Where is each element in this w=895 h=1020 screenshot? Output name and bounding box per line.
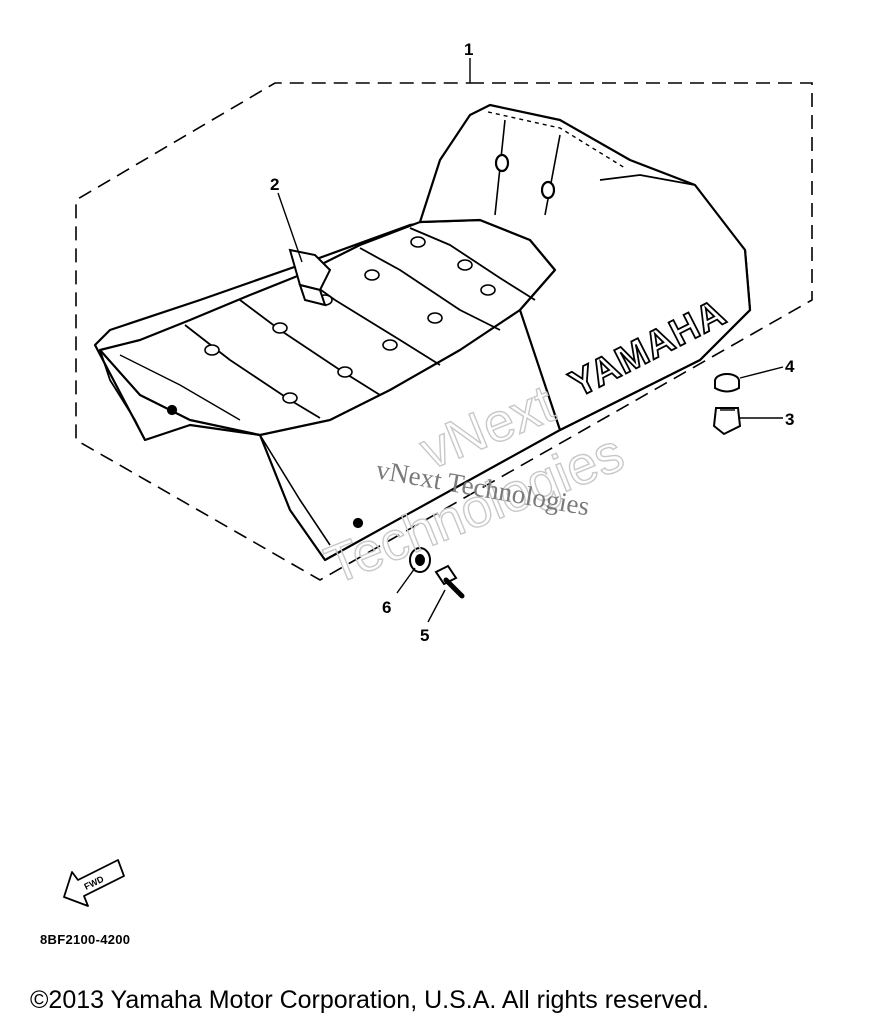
callout-2: 2 xyxy=(270,175,279,194)
part-bolt xyxy=(434,564,465,599)
callout-6: 6 xyxy=(382,598,391,617)
callout-1: 1 xyxy=(464,40,473,59)
cushion-pleat-4 xyxy=(359,247,501,331)
mount-hole-front xyxy=(166,404,178,416)
callout-3: 3 xyxy=(785,410,794,429)
seat-skirt-edge xyxy=(259,434,331,546)
part-code: 8BF2100-4200 xyxy=(40,932,131,947)
leader-4 xyxy=(739,366,784,379)
seat-nose-edge xyxy=(119,354,241,421)
seat-assembly xyxy=(93,103,752,562)
leader-5 xyxy=(427,589,446,623)
seat-rear-hump xyxy=(418,103,752,432)
assembly-boundary xyxy=(75,82,813,581)
leader-6 xyxy=(396,567,416,594)
cushion-pleat-5 xyxy=(409,227,536,301)
seat-strap xyxy=(288,248,332,307)
leader-lines xyxy=(277,58,784,623)
seat-nose xyxy=(99,349,146,441)
hump-pleat-2 xyxy=(544,134,561,216)
mount-hole-side xyxy=(352,517,364,529)
callout-4: 4 xyxy=(785,357,795,376)
hump-button-1 xyxy=(494,153,510,173)
part-collar xyxy=(714,373,740,393)
cushion-pleat-2 xyxy=(239,299,381,396)
leader-2 xyxy=(277,192,303,263)
part-nut xyxy=(712,407,742,436)
callout-5: 5 xyxy=(420,626,429,645)
cushion-pleat-1 xyxy=(184,324,321,419)
copyright-notice: ©2013 Yamaha Motor Corporation, U.S.A. A… xyxy=(30,986,709,1014)
hump-seam xyxy=(487,111,626,169)
part-grommet xyxy=(409,547,431,573)
hump-button-2 xyxy=(540,180,556,200)
hump-crease xyxy=(599,174,696,186)
fwd-arrow-icon: FWD xyxy=(63,859,125,907)
cushion-buttons xyxy=(204,236,496,404)
